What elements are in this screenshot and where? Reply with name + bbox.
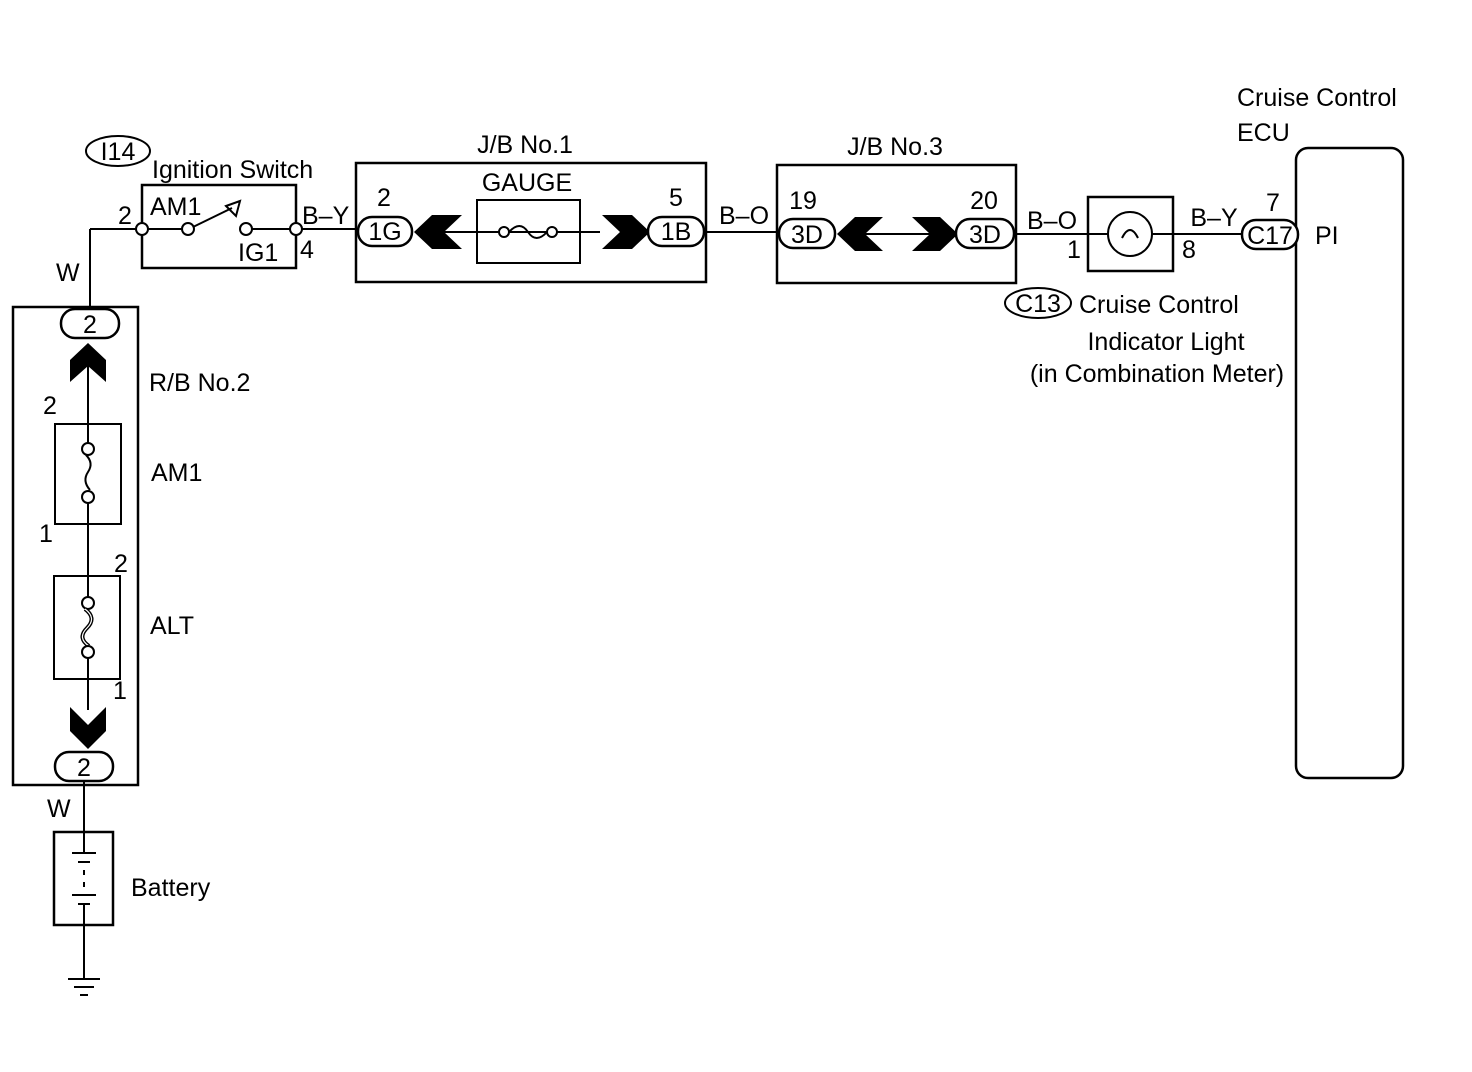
jb1-name: J/B No.1 (477, 131, 573, 159)
rb2-box (11, 305, 140, 787)
wire-color-w-bottom: W (47, 795, 71, 823)
jb3-name: J/B No.3 (847, 133, 943, 161)
rb2-bottom-chevron (70, 707, 106, 749)
rb2-bottom-conn-label: 2 (77, 754, 91, 782)
ignition-switch-name: Ignition Switch (152, 156, 313, 184)
alt-fuse-name: ALT (150, 612, 194, 640)
jb3-left-chevron (837, 217, 883, 251)
jb1-left-connector (356, 215, 414, 248)
ground-icon (68, 978, 100, 996)
jb3-right-pin: 20 (970, 187, 998, 215)
wire-color-bo-1: B–O (719, 202, 769, 230)
ecu-name-line2: ECU (1237, 119, 1290, 147)
indicator-pin-in: 1 (1067, 236, 1081, 264)
switch-terminal-in (135, 222, 149, 236)
indicator-name-line2: Indicator Light (1087, 328, 1244, 356)
am1-fuse-top-pin: 2 (43, 392, 57, 420)
jb3-left-pin: 19 (789, 187, 817, 215)
ignition-switch-contact-am1: AM1 (150, 193, 201, 221)
am1-fuse-element (84, 454, 92, 491)
rb2-name: R/B No.2 (149, 369, 250, 397)
jb1-left-pin: 2 (377, 184, 391, 212)
rb2-top-chevron (70, 343, 106, 382)
jb1-right-chevron (602, 215, 650, 249)
ecu-pin: 7 (1266, 189, 1280, 217)
cruise-control-ecu: Cruise Control ECU 7 C17 PI (1237, 84, 1405, 780)
wire-color-by-2: B–Y (1190, 204, 1238, 232)
wire-color-w-top: W (56, 259, 80, 287)
am1-fuse-name: AM1 (151, 459, 202, 487)
ecu-box (1294, 146, 1405, 780)
ecu-name-line1: Cruise Control (1237, 84, 1397, 112)
alt-fuse-top-pin: 2 (114, 550, 128, 578)
jb1-left-conn-label: 1G (368, 218, 401, 246)
jb1-fuse-name: GAUGE (482, 169, 572, 197)
indicator-code-oval (1004, 287, 1072, 319)
ignition-switch-contact-ig1: IG1 (238, 239, 278, 267)
jb1-right-conn-label: 1B (661, 218, 692, 246)
ignition-switch-code: I14 (101, 138, 136, 166)
jb3-right-chevron (912, 217, 958, 251)
alt-fuse-element (81, 608, 93, 647)
indicator-code: C13 (1015, 290, 1061, 318)
jb1-box (354, 161, 708, 284)
jb3-left-connector (777, 217, 837, 250)
switch-blade (192, 207, 233, 228)
ecu-connector (1240, 218, 1300, 251)
ignition-switch-pin-in: 2 (118, 202, 132, 230)
ignition-switch-pin-out: 4 (300, 236, 314, 264)
gauge-fuse-element (508, 225, 548, 239)
ignition-switch: I14 Ignition Switch AM1 IG1 2 4 (85, 135, 314, 270)
battery-name: Battery (131, 874, 211, 902)
jb3-left-conn-label: 3D (791, 221, 823, 249)
wire-color-bo-2: B–O (1027, 207, 1077, 235)
switch-terminal-out (289, 222, 303, 236)
ecu-terminal-label: PI (1315, 222, 1339, 250)
gauge-fuse-box (476, 199, 581, 264)
cruise-indicator-light: 1 8 C13 Cruise Control Indicator Light (… (1004, 195, 1284, 388)
indicator-name-line3: (in Combination Meter) (1030, 360, 1284, 388)
junction-block-1: J/B No.1 2 1G GAUGE 5 1B (354, 131, 708, 284)
jb3-right-conn-label: 3D (969, 221, 1001, 249)
indicator-name-line1: Cruise Control (1079, 291, 1239, 319)
jb1-right-pin: 5 (669, 184, 683, 212)
junction-block-3: J/B No.3 19 3D 20 3D (775, 133, 1018, 285)
ignition-switch-code-oval (85, 135, 151, 167)
ecu-conn-label: C17 (1247, 222, 1293, 250)
bulb-icon (1107, 211, 1153, 257)
rb2-top-conn-label: 2 (83, 311, 97, 339)
battery: Battery (52, 830, 211, 927)
jb3-box (775, 163, 1018, 285)
alt-fuse-bottom-pin: 1 (113, 677, 127, 705)
am1-fuse-bottom-pin: 1 (39, 520, 53, 548)
switch-contact-terminal (239, 222, 253, 236)
relay-block-2: R/B No.2 2 2 AM1 1 2 ALT 1 2 (11, 305, 250, 787)
indicator-pin-out: 8 (1182, 236, 1196, 264)
rb2-top-connector (59, 307, 121, 340)
switch-contact-terminal (181, 222, 195, 236)
jb1-left-chevron (414, 215, 462, 249)
wire-color-by-1: B–Y (302, 202, 350, 230)
